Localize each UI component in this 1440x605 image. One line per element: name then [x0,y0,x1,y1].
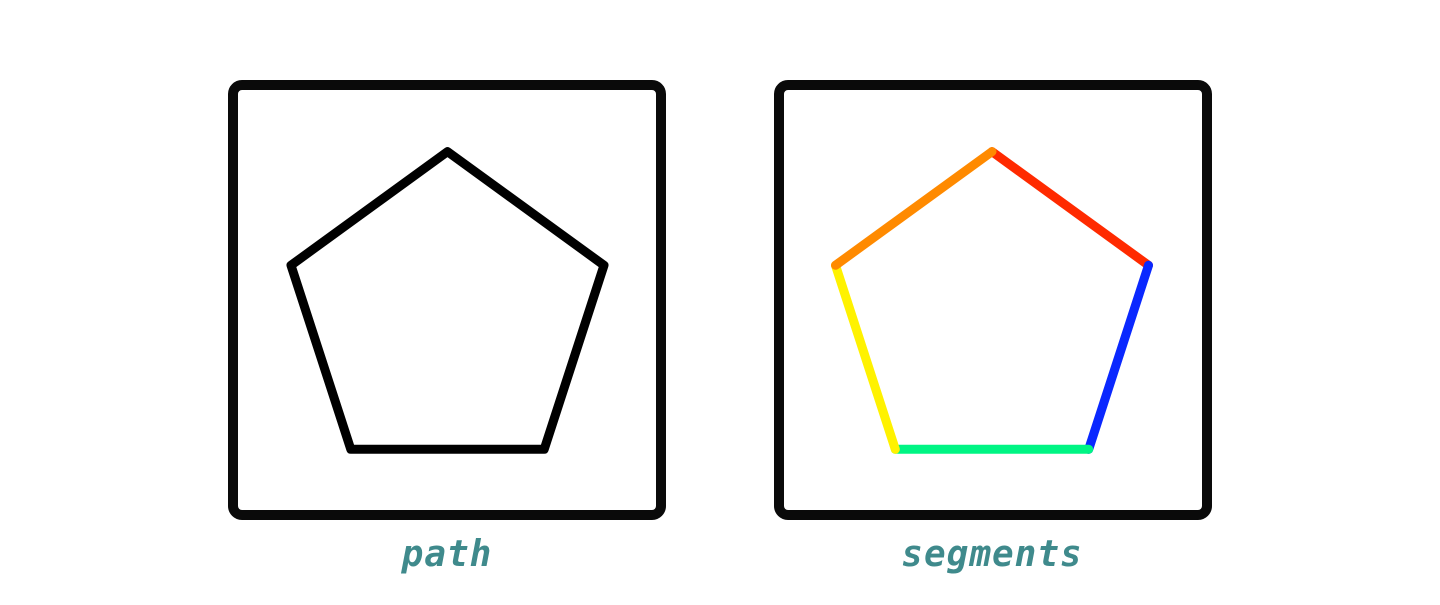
segment-top-left [831,147,997,270]
path-caption: path [401,534,493,575]
segments-caption: segments [901,534,1083,575]
segments-panel-frame [774,80,1212,520]
pentagon-path [286,147,609,454]
path-panel-frame [228,80,666,520]
pentagon-segments [831,147,1153,454]
segment-right [1084,260,1153,454]
segment-top-right [987,147,1153,270]
segment-left [831,260,900,454]
